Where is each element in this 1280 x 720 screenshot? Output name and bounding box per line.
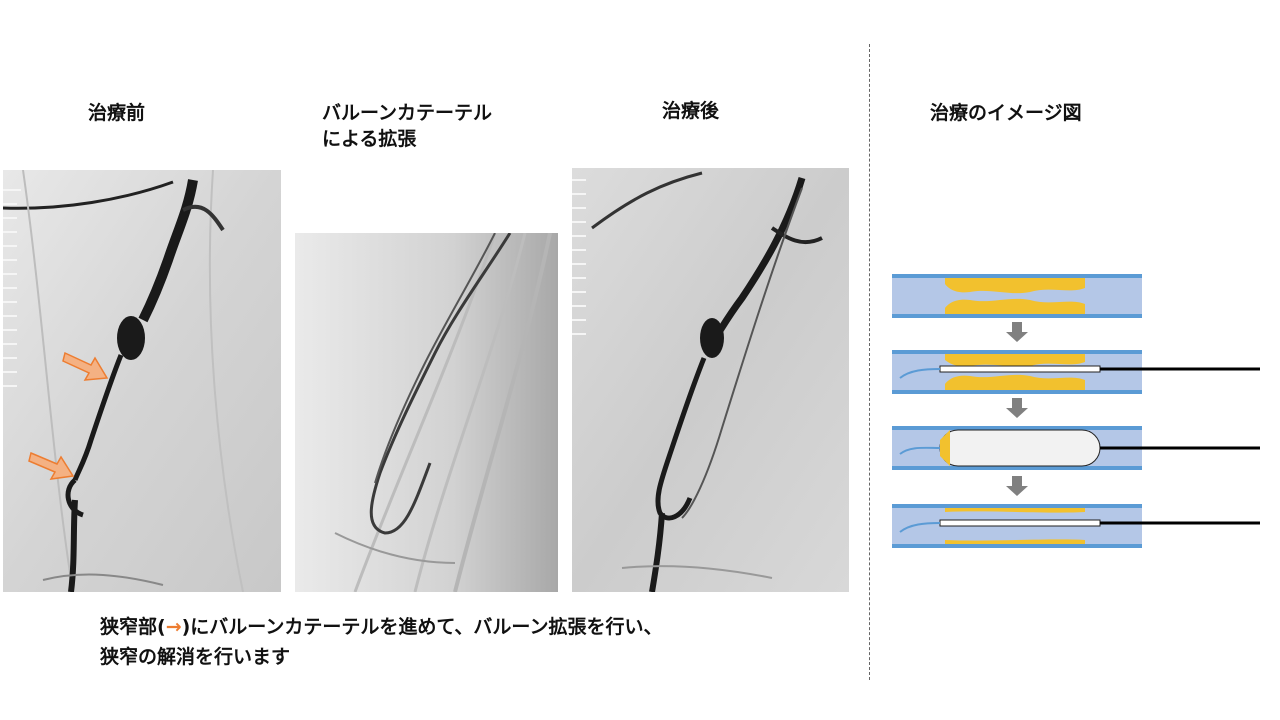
angiogram-before [3,170,281,592]
angiogram-balloon [295,233,558,592]
down-arrow-icon [1006,476,1028,496]
vessel-stage-stenosis [892,274,1142,318]
caption: 狭窄部(→)にバルーンカテーテルを進めて、バルーン拡張を行い、 狭窄の解消を行い… [100,612,662,672]
caption-text: )にバルーンカテーテルを進めて、バルーン拡張を行い、 [181,616,663,638]
caption-text: 狭窄の解消を行います [100,646,291,668]
treatment-diagram [890,270,1270,554]
angiogram-after [572,168,849,592]
down-arrow-icon [1006,398,1028,418]
vessel-stage-catheter [892,350,1260,394]
vessel-stage-result [892,504,1260,548]
orange-arrow-icon [28,451,75,480]
vessel-stage-balloon [892,426,1260,470]
orange-arrow-icon: → [165,616,182,638]
divider [869,44,870,680]
caption-text: 狭窄部( [100,616,166,638]
title-before-treatment: 治療前 [88,102,146,124]
orange-arrow-icon [62,351,109,381]
title-treatment-image: 治療のイメージ図 [930,102,1082,124]
title-balloon-dilation: バルーンカテーテル による拡張 [322,102,493,150]
title-after-treatment: 治療後 [662,100,720,122]
down-arrow-icon [1006,322,1028,342]
